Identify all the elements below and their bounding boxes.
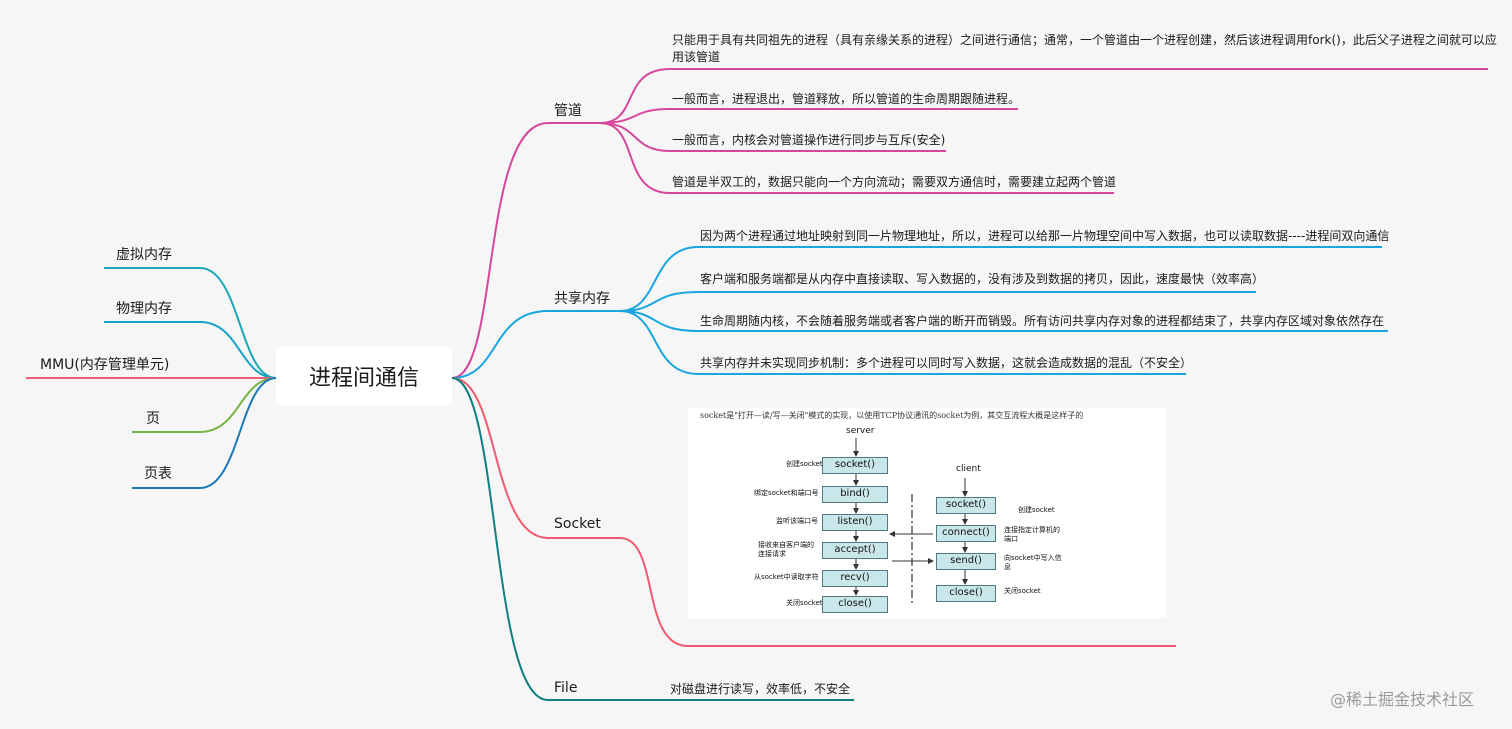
connector-shm bbox=[451, 310, 620, 379]
connector-socket-1 bbox=[619, 537, 1176, 647]
shm-item-2[interactable]: 客户端和服务端都是从内存中直接读取、写入数据的，没有涉及到数据的拷贝，因此，速度… bbox=[700, 272, 1265, 286]
client-note-3: 向socket中写入信 息 bbox=[1004, 554, 1062, 571]
node-page[interactable]: 页 bbox=[146, 411, 160, 427]
server-label: server bbox=[846, 426, 875, 436]
pipe-item-1[interactable]: 只能用于具有共同祖先的进程（具有亲缘关系的进程）之间进行通信；通常，一个管道由一… bbox=[672, 33, 1497, 47]
connector-file bbox=[451, 377, 854, 701]
connector-shm-1 bbox=[619, 246, 1382, 312]
shm-item-4[interactable]: 共享内存并未实现同步机制：多个进程可以同时写入数据，这就会造成数据的混乱（不安全… bbox=[700, 356, 1193, 370]
pipe-item-1-cont: 用该管道 bbox=[672, 50, 721, 64]
server-recv-box: recv() bbox=[822, 570, 888, 587]
connector-left-1 bbox=[104, 267, 277, 379]
server-note-1: 创建socket bbox=[786, 460, 823, 468]
node-page-table[interactable]: 页表 bbox=[144, 466, 172, 482]
connector-shm-4 bbox=[619, 310, 1186, 375]
connector-pipe-4 bbox=[599, 122, 1114, 194]
file-item-1[interactable]: 对磁盘进行读写，效率低，不安全 bbox=[670, 682, 851, 696]
socket-flow-image: socket是"打开—读/写—关闭"模式的实现，以使用TCP协议通讯的socke… bbox=[688, 408, 1166, 618]
pipe-item-4[interactable]: 管道是半双工的，数据只能向一个方向流动；需要双方通信时，需要建立起两个管道 bbox=[672, 175, 1117, 189]
connector-shm-3 bbox=[619, 310, 1388, 332]
node-physical-memory[interactable]: 物理内存 bbox=[116, 301, 172, 317]
node-socket[interactable]: Socket bbox=[554, 516, 601, 532]
node-file[interactable]: File bbox=[554, 680, 578, 696]
connector-shm-2 bbox=[619, 291, 1256, 312]
server-listen-box: listen() bbox=[822, 514, 888, 531]
shm-item-3[interactable]: 生命周期随内核，不会随着服务端或者客户端的断开而销毁。所有访问共享内存对象的进程… bbox=[700, 314, 1385, 328]
connector-left-2 bbox=[104, 321, 277, 379]
server-note-3: 监听该端口号 bbox=[776, 517, 818, 525]
server-close-box: close() bbox=[822, 596, 888, 613]
client-close-box: close() bbox=[936, 585, 996, 602]
connector-left-5 bbox=[132, 377, 277, 489]
client-note-1: 创建socket bbox=[1018, 506, 1055, 514]
node-mmu[interactable]: MMU(内存管理单元) bbox=[40, 357, 170, 373]
connector-socket bbox=[451, 377, 620, 539]
connector-pipe bbox=[451, 122, 600, 379]
client-socket-box: socket() bbox=[936, 497, 996, 514]
watermark: @稀土掘金技术社区 bbox=[1330, 690, 1475, 709]
server-accept-box: accept() bbox=[822, 542, 888, 559]
server-bind-box: bind() bbox=[822, 486, 888, 503]
node-pipe[interactable]: 管道 bbox=[554, 103, 582, 119]
client-send-box: send() bbox=[936, 553, 996, 570]
connector-pipe-3 bbox=[599, 122, 946, 152]
server-socket-box: socket() bbox=[822, 457, 888, 474]
server-note-2: 绑定socket和端口号 bbox=[754, 489, 819, 497]
client-connect-box: connect() bbox=[936, 525, 996, 542]
server-note-6: 关闭socket bbox=[786, 599, 823, 607]
server-note-5: 从socket中读取字符 bbox=[754, 573, 819, 581]
shm-item-1[interactable]: 因为两个进程通过地址映射到同一片物理地址，所以，进程可以给那一片物理空间中写入数… bbox=[700, 229, 1390, 243]
connector-pipe-1 bbox=[599, 68, 1488, 124]
node-shared-memory[interactable]: 共享内存 bbox=[554, 291, 610, 307]
connector-left-4 bbox=[132, 377, 277, 433]
client-note-2: 连接指定计算机的 端口 bbox=[1004, 526, 1060, 543]
socket-caption: socket是"打开—读/写—关闭"模式的实现，以使用TCP协议通讯的socke… bbox=[700, 411, 1084, 420]
server-note-4: 接收来自客户端的 连接请求 bbox=[758, 541, 814, 558]
socket-flow-arrows bbox=[853, 438, 968, 604]
connector-pipe-2 bbox=[599, 108, 1018, 124]
client-note-4: 关闭socket bbox=[1004, 587, 1041, 595]
center-node[interactable]: 进程间通信 bbox=[276, 346, 452, 406]
pipe-item-3[interactable]: 一般而言，内核会对管道操作进行同步与互斥(安全) bbox=[672, 133, 946, 147]
node-virtual-memory[interactable]: 虚拟内存 bbox=[116, 247, 172, 263]
pipe-item-2[interactable]: 一般而言，进程退出，管道释放，所以管道的生命周期跟随进程。 bbox=[672, 92, 1021, 106]
client-label: client bbox=[956, 464, 981, 474]
